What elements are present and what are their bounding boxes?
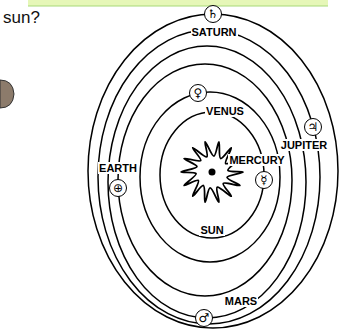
planet-symbol-circle: ☿MERCURY	[255, 171, 273, 189]
jupiter-orbit	[98, 30, 320, 324]
planet-name: MERCURY	[228, 154, 285, 167]
planet-symbol: ♄	[208, 8, 219, 20]
speech-bubble-edge	[0, 80, 14, 108]
planet-name: VENUS	[205, 105, 245, 118]
planet-symbol: ♀	[194, 87, 203, 99]
planet-symbol: ⊕	[113, 182, 123, 194]
mars-orbit	[108, 46, 306, 318]
highlight-bar	[28, 0, 328, 6]
mercury-orbit	[160, 112, 264, 238]
question-text: sun?	[3, 9, 40, 28]
sun-label: SUN	[199, 224, 224, 237]
planet-symbol-circle: ♄SATURN	[204, 5, 222, 23]
planet-name: SATURN	[191, 26, 238, 39]
planet-symbol-circle: ♀VENUS	[189, 84, 207, 102]
planet-symbol-circle: ⊕EARTH	[109, 179, 127, 197]
sun-rays	[181, 142, 243, 202]
sun-outline	[178, 138, 246, 206]
planet-symbol: ♂	[199, 312, 210, 324]
saturn-orbit	[88, 14, 338, 328]
planet-symbol: ☿	[260, 174, 267, 186]
sun-core	[209, 169, 216, 176]
planet-symbol-circle: ♂MARS	[195, 309, 213, 327]
sun-figure: SUN	[178, 138, 246, 206]
planet-name: MARS	[224, 295, 258, 308]
earth-orbit	[118, 64, 292, 296]
planet-name: EARTH	[98, 162, 138, 175]
planet-name: JUPITER	[280, 139, 328, 152]
planet-symbol-circle: ♃JUPITER	[304, 118, 322, 136]
venus-orbit	[140, 92, 280, 262]
highlight-edge	[28, 6, 328, 7]
planet-symbol: ♃	[308, 121, 319, 133]
